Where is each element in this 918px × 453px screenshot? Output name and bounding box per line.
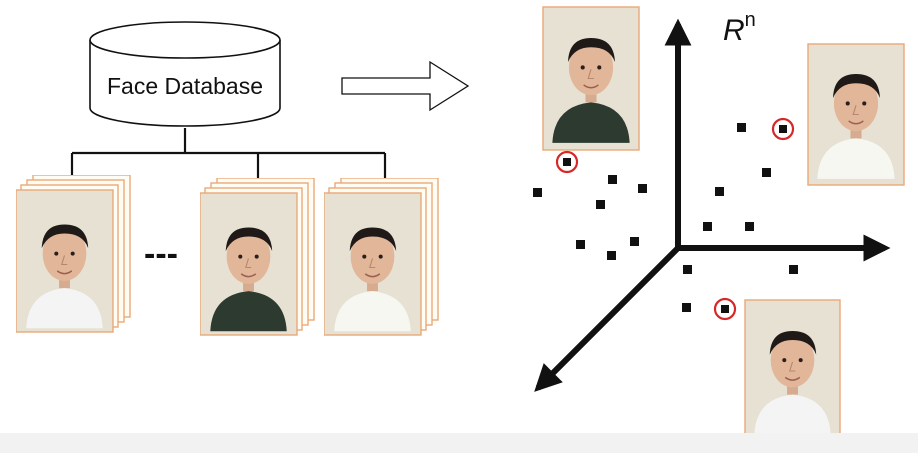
point: [789, 265, 798, 274]
database-tree-connector: [70, 128, 387, 180]
point: [683, 265, 692, 274]
space-label: Rn: [723, 9, 756, 47]
bottom-band: [0, 433, 918, 453]
point: [608, 175, 617, 184]
face-photo-bottom: [744, 299, 841, 443]
hollow-right-arrow-icon: [341, 60, 470, 112]
face-photo-top-right: [807, 43, 905, 186]
point: [533, 188, 542, 197]
face-points: [533, 123, 798, 312]
card-stack-left: [16, 175, 131, 333]
point: [576, 240, 585, 249]
card-stack-middle: [200, 178, 315, 336]
point: [596, 200, 605, 209]
highlighted-point-top-right: [771, 117, 795, 141]
highlighted-point-top-left: [555, 150, 579, 174]
point: [607, 251, 616, 260]
point: [638, 184, 647, 193]
point: [737, 123, 746, 132]
axes: [534, 18, 891, 392]
point: [682, 303, 691, 312]
point: [762, 168, 771, 177]
z-axis: [534, 245, 681, 392]
point: [630, 237, 639, 246]
face-photo-top-left: [542, 6, 640, 151]
point: [745, 222, 754, 231]
database-label: Face Database: [107, 73, 263, 99]
highlighted-points: [555, 117, 795, 321]
face-database-cylinder: Face Database: [89, 21, 281, 127]
ellipsis-separator: ---: [144, 235, 178, 273]
card-stack-right: [324, 178, 439, 336]
point: [715, 187, 724, 196]
point: [703, 222, 712, 231]
highlighted-point-bottom: [713, 297, 737, 321]
